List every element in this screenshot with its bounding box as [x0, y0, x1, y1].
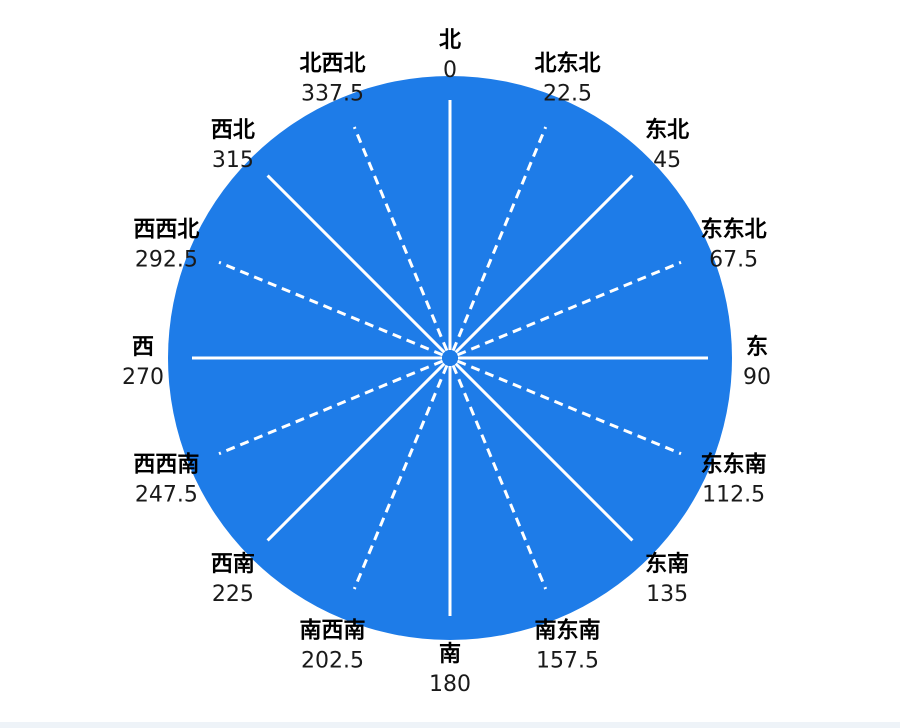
direction-degrees-1: 22.5 [543, 81, 592, 106]
direction-name-1: 北东北 [534, 50, 600, 76]
direction-name-9: 南西南 [299, 619, 365, 644]
spoke-dashed-15 [352, 126, 449, 352]
spoke-solid-10 [266, 362, 446, 542]
bottom-band [0, 722, 900, 728]
direction-degrees-10: 225 [212, 582, 254, 607]
direction-name-10: 西南 [211, 552, 255, 577]
direction-name-5: 东东南 [701, 452, 767, 478]
direction-name-3: 东东北 [701, 217, 767, 243]
direction-name-7: 南东南 [534, 618, 600, 644]
spoke-solid-6 [454, 362, 634, 542]
direction-name-8: 南 [439, 642, 461, 667]
direction-degrees-3: 67.5 [709, 248, 758, 273]
spoke-dashed-9 [352, 364, 449, 590]
direction-name-13: 西西北 [133, 218, 199, 243]
direction-degrees-8: 180 [429, 672, 471, 697]
compass-labels: 北 0 北东北 22.5 东北 45 东东北 67.5 东 90 东东南 112.5 东南 135 南东南 1… [122, 28, 771, 697]
direction-degrees-6: 135 [646, 582, 688, 607]
direction-degrees-15: 337.5 [301, 81, 364, 106]
direction-name-0: 北 [439, 28, 461, 53]
direction-name-2: 东北 [645, 117, 689, 143]
direction-degrees-11: 247.5 [135, 483, 198, 508]
spoke-dashed-1 [451, 126, 548, 352]
compass-spokes [192, 100, 708, 616]
spoke-solid-2 [454, 174, 634, 354]
spoke-dashed-11 [218, 359, 444, 456]
direction-degrees-12: 270 [122, 365, 164, 390]
direction-degrees-7: 157.5 [536, 649, 599, 674]
direction-name-6: 东南 [645, 551, 689, 577]
spoke-dashed-13 [218, 260, 444, 357]
direction-degrees-0: 0 [443, 58, 457, 83]
direction-name-11: 西西南 [133, 453, 199, 478]
direction-degrees-2: 45 [653, 148, 681, 173]
direction-degrees-14: 315 [212, 148, 254, 173]
direction-degrees-4: 90 [743, 365, 771, 390]
direction-name-12: 西 [132, 335, 154, 360]
direction-degrees-5: 112.5 [702, 483, 765, 508]
spoke-dashed-3 [456, 260, 682, 357]
direction-name-14: 西北 [211, 118, 255, 143]
direction-degrees-13: 292.5 [135, 248, 198, 273]
spoke-dashed-7 [451, 364, 548, 590]
spoke-dashed-5 [456, 359, 682, 456]
direction-name-15: 北西北 [299, 51, 365, 76]
direction-degrees-9: 202.5 [301, 649, 364, 674]
spoke-solid-14 [266, 174, 446, 354]
direction-name-4: 东 [746, 334, 768, 360]
